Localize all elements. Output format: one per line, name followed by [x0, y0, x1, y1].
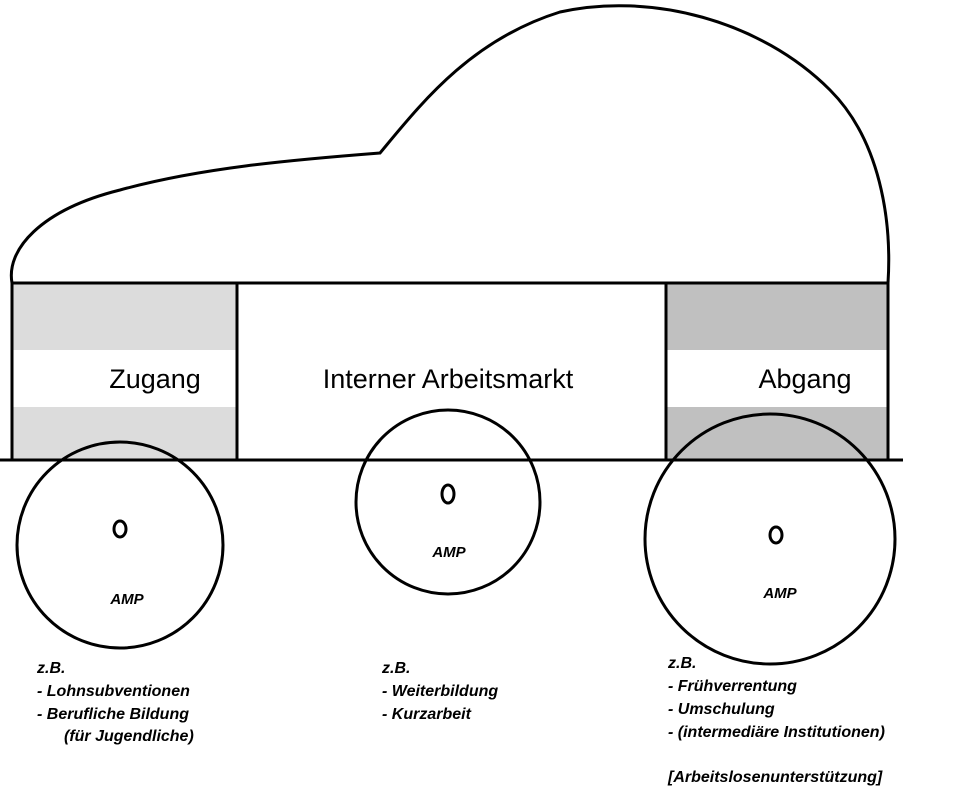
right-note-line: - Umschulung	[668, 701, 775, 718]
right-note-line: - (intermediäre Institutionen)	[668, 724, 885, 741]
footer-note: [Arbeitslosenunterstützung]	[667, 769, 883, 786]
right-wheel-hub	[768, 525, 784, 545]
middle-note-line: z.B.	[381, 660, 410, 677]
middle-note-line: - Kurzarbeit	[382, 706, 472, 723]
right-note-line: z.B.	[667, 655, 696, 672]
zugang-label: Zugang	[109, 364, 201, 394]
right-note-line: - Frühverrentung	[668, 678, 797, 695]
left-wheel-hub	[112, 519, 128, 539]
car-roof-outline	[9, 4, 891, 284]
intern-label: Interner Arbeitsmarkt	[323, 364, 574, 394]
middle-wheel	[354, 408, 542, 596]
left-note-line: - Berufliche Bildung	[37, 706, 189, 723]
left-wheel-label: AMP	[109, 591, 144, 608]
left-note-line: z.B.	[36, 660, 65, 677]
abgang-white-band	[666, 350, 888, 407]
zugang-white-band	[12, 350, 237, 407]
left-wheel	[15, 440, 225, 650]
middle-note-line: - Weiterbildung	[382, 683, 498, 700]
left-note-line: (für Jugendliche)	[64, 728, 194, 745]
middle-wheel-label: AMP	[431, 544, 466, 561]
right-wheel	[643, 412, 897, 666]
left-note-line: - Lohnsubventionen	[37, 683, 190, 700]
abgang-label: Abgang	[758, 364, 851, 394]
right-wheel-label: AMP	[762, 585, 797, 602]
right-wheel-shading	[673, 414, 867, 460]
middle-wheel-hub	[440, 483, 456, 505]
